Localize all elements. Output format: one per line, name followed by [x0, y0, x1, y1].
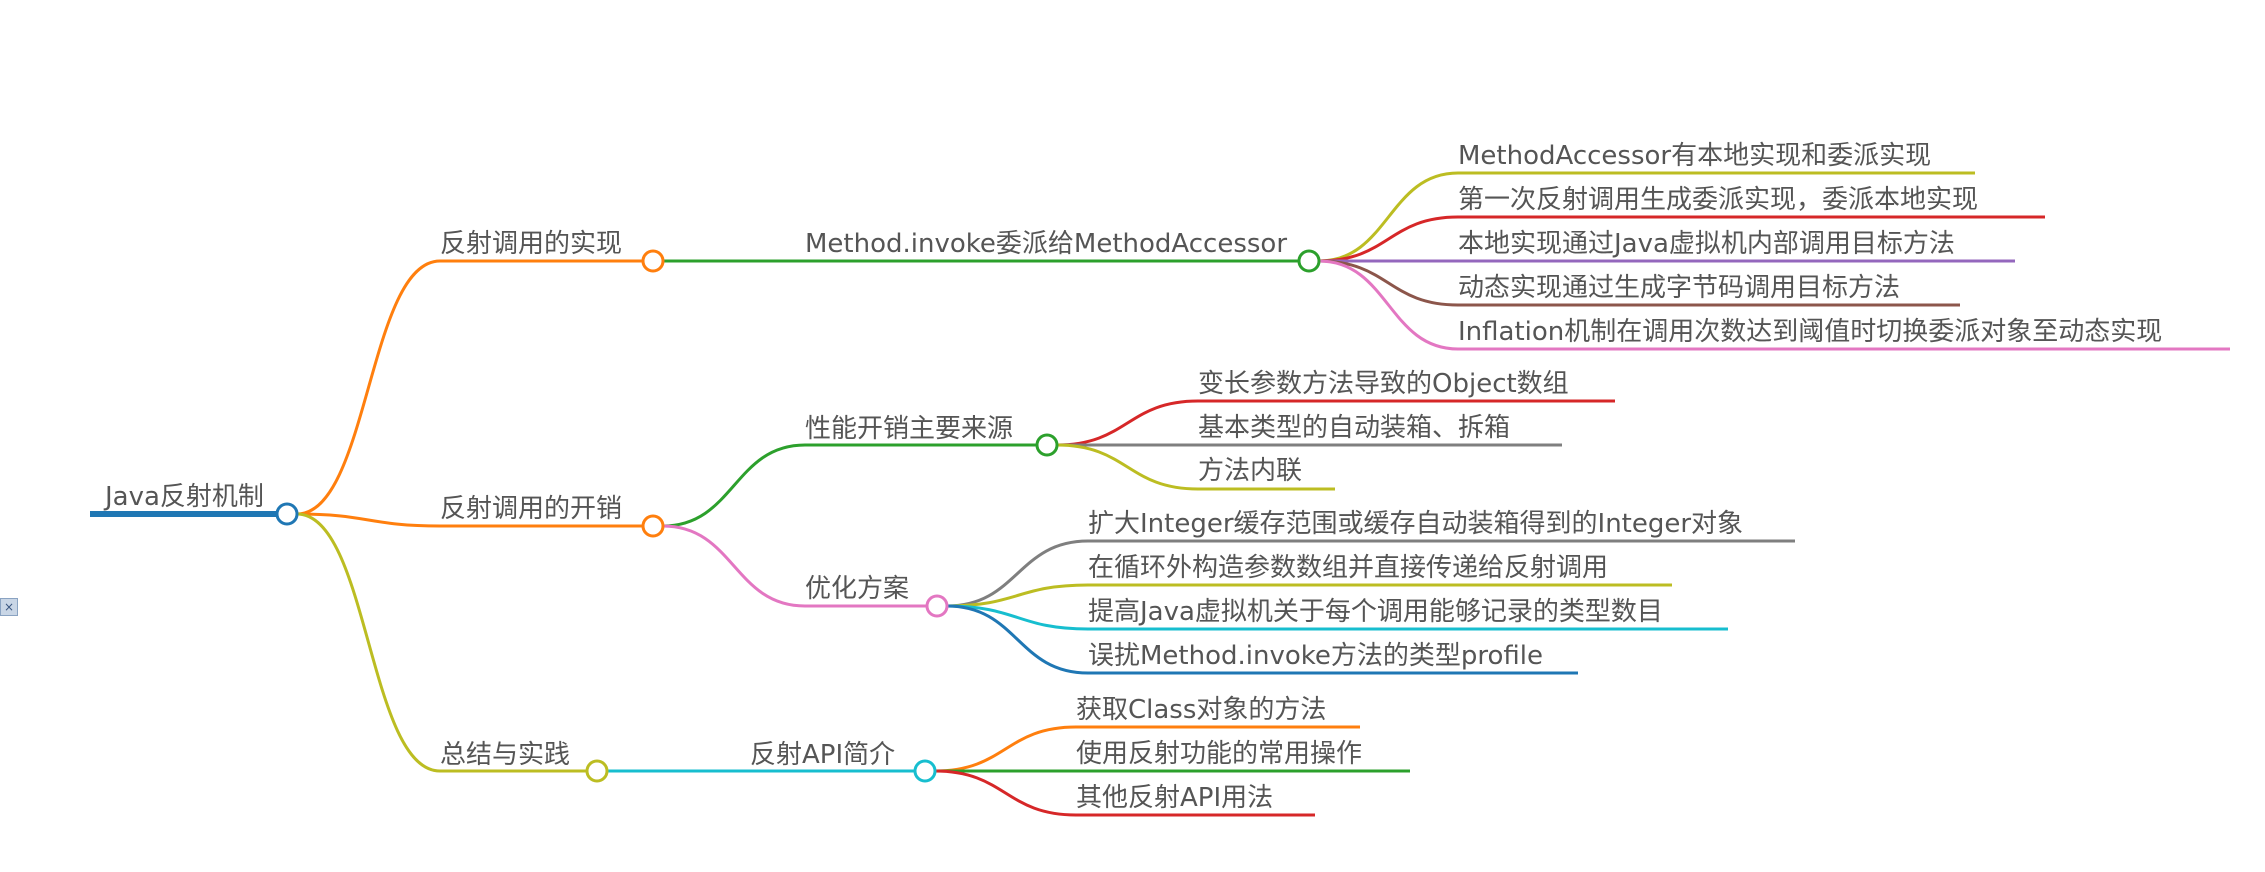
subtopic-node-circle	[1297, 249, 1321, 273]
leaf-label[interactable]: 获取Class对象的方法	[1076, 695, 1326, 725]
leaf-label[interactable]: 使用反射功能的常用操作	[1076, 739, 1362, 769]
subtopic-node-circle	[925, 594, 949, 618]
leaf-edge	[1318, 215, 1459, 263]
branch-node-circle	[641, 249, 665, 273]
leaf-edge	[1318, 171, 1459, 263]
branch-overhead-label[interactable]: 反射调用的开销	[440, 494, 622, 524]
leaf-label[interactable]: MethodAccessor有本地实现和委派实现	[1458, 141, 1931, 171]
leaf-edge	[946, 583, 1089, 608]
subtopic-node-circle	[1035, 433, 1059, 457]
branch-edge	[296, 512, 441, 773]
leaf-edge	[934, 725, 1077, 773]
leaf-edge	[934, 769, 1077, 817]
branch-edge	[296, 259, 441, 516]
leaf-edge	[1318, 259, 1459, 307]
leaf-label[interactable]: Inflation机制在调用次数达到阈值时切换委派对象至动态实现	[1458, 317, 2162, 347]
subtopic-edge	[662, 443, 806, 528]
mindmap-node-circles	[275, 249, 1321, 783]
leaf-label[interactable]: 第一次反射调用生成委派实现，委派本地实现	[1458, 185, 1978, 215]
leaf-label[interactable]: 扩大Integer缓存范围或缓存自动装箱得到的Integer对象	[1088, 509, 1743, 539]
leaf-label[interactable]: 在循环外构造参数数组并直接传递给反射调用	[1088, 553, 1608, 583]
leaf-label[interactable]: 方法内联	[1198, 456, 1302, 486]
branch-summary-label[interactable]: 总结与实践	[440, 740, 570, 770]
subtopic-edge	[662, 524, 806, 608]
leaf-edge	[1318, 259, 1459, 351]
node-method-invoke-label[interactable]: Method.invoke委派给MethodAccessor	[805, 229, 1287, 259]
leaf-label[interactable]: 基本类型的自动装箱、拆箱	[1198, 413, 1510, 443]
leaf-edge	[946, 604, 1089, 675]
branch-edge	[296, 512, 441, 528]
leaf-label[interactable]: 误扰Method.invoke方法的类型profile	[1088, 641, 1543, 671]
mindmap-edges	[296, 171, 1459, 817]
node-optimization-label[interactable]: 优化方案	[805, 574, 909, 604]
node-overhead-sources-label[interactable]: 性能开销主要来源	[805, 414, 1013, 444]
leaf-edge	[1056, 399, 1199, 447]
branch-implementation-label[interactable]: 反射调用的实现	[440, 229, 622, 259]
leaf-label[interactable]: 本地实现通过Java虚拟机内部调用目标方法	[1458, 229, 1955, 259]
root-node-circle	[275, 502, 299, 526]
mindmap-underlines	[90, 171, 2230, 817]
branch-node-circle	[585, 759, 609, 783]
node-reflection-api-label[interactable]: 反射API简介	[750, 740, 895, 770]
leaf-label[interactable]: 其他反射API用法	[1076, 783, 1273, 813]
leaf-label[interactable]: 变长参数方法导致的Object数组	[1198, 369, 1569, 399]
leaf-edge	[1056, 443, 1199, 491]
branch-node-circle	[641, 514, 665, 538]
subtopic-node-circle	[913, 759, 937, 783]
collapse-icon[interactable]: ×	[0, 598, 18, 616]
leaf-edge	[946, 539, 1089, 608]
leaf-label[interactable]: 动态实现通过生成字节码调用目标方法	[1458, 273, 1900, 303]
leaf-label[interactable]: 提高Java虚拟机关于每个调用能够记录的类型数目	[1088, 597, 1663, 627]
root-node-label[interactable]: Java反射机制	[103, 482, 264, 512]
